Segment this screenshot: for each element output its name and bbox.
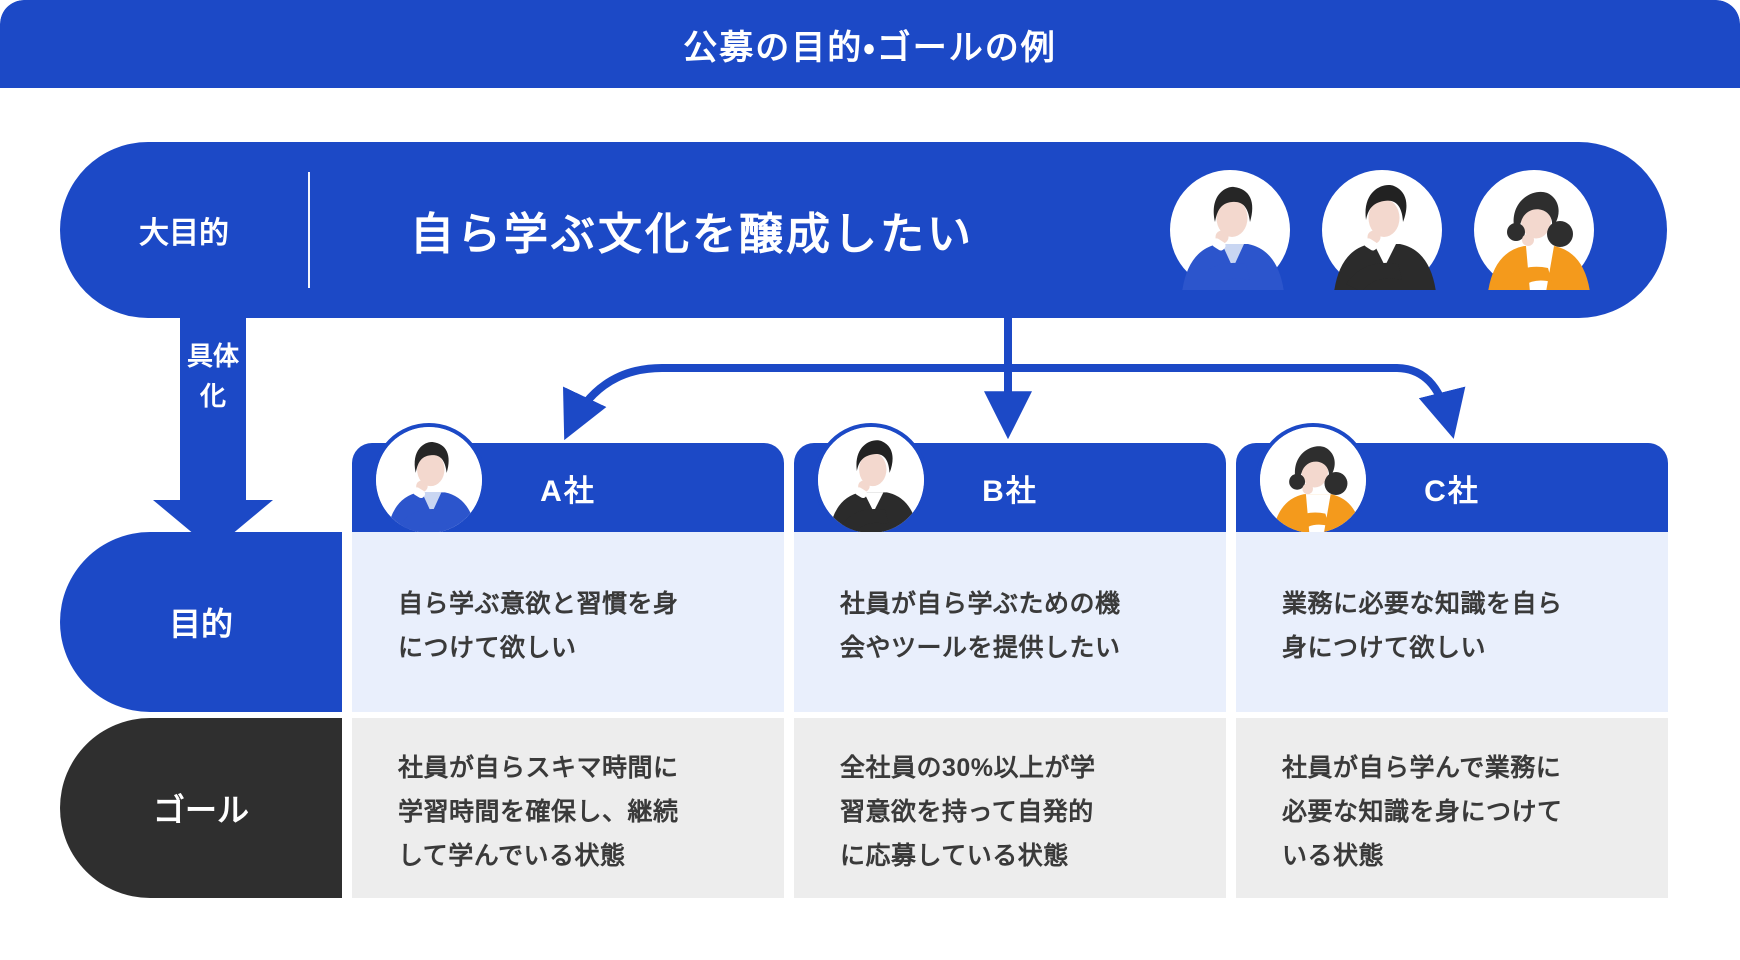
page-title: 公募の目的・ゴールの例 <box>683 28 1057 67</box>
arrow-to-company-a <box>563 364 1008 441</box>
main-purpose-text: 自ら学ぶ文化を醸成したい <box>410 210 974 259</box>
man-black-sweater-avatar-icon <box>814 423 928 537</box>
company-b-purpose-text: 社員が自ら学ぶための機 会やツールを提供したい <box>840 590 1121 662</box>
company-b-purpose-cell: 社員が自ら学ぶための機 会やツールを提供したい <box>794 532 1226 712</box>
company-a-goal-text: 社員が自らスキマ時間に 学習時間を確保し、継続 して学んでいる状態 <box>398 754 679 870</box>
man-blue-suit-avatar-icon <box>372 423 486 537</box>
main-purpose-label: 大目的 <box>139 217 229 250</box>
company-b-goal-text: 全社員の30%以上が学 習意欲を持って自発的 に応募している状態 <box>840 754 1096 870</box>
avatar-group <box>1170 170 1594 290</box>
woman-orange-avatar-icon <box>1256 423 1370 537</box>
goal-row-label: ゴール <box>60 718 342 898</box>
company-column-c: C社 業務に必要な知識を自ら 身につけて欲しい 社員が自ら学んで業務に 必要な知… <box>1236 423 1668 898</box>
company-c-goal-text: 社員が自ら学んで業務に 必要な知識を身につけて いる状態 <box>1282 754 1563 870</box>
company-b-header: B社 <box>794 423 1226 537</box>
man-blue-suit-avatar-icon <box>1170 170 1290 290</box>
company-a-goal-cell: 社員が自らスキマ時間に 学習時間を確保し、継続 して学んでいる状態 <box>352 718 784 898</box>
woman-orange-avatar-icon <box>1474 170 1594 290</box>
company-b-name: B社 <box>982 474 1038 508</box>
company-column-a: A社 自ら学ぶ意欲と習慣を身 につけて欲しい 社員が自らスキマ時間に 学習時間を… <box>352 423 784 898</box>
title-banner: 公募の目的・ゴールの例 <box>0 0 1740 88</box>
arrow-to-company-c <box>1008 364 1466 439</box>
company-c-goal-cell: 社員が自ら学んで業務に 必要な知識を身につけて いる状態 <box>1236 718 1668 898</box>
company-a-header: A社 <box>352 423 784 537</box>
concretize-arrow-label: 具体化 <box>186 341 239 412</box>
company-b-goal-cell: 全社員の30%以上が学 習意欲を持って自発的 に応募している状態 <box>794 718 1226 898</box>
company-column-b: B社 社員が自ら学ぶための機 会やツールを提供したい 全社員の30%以上が学 習… <box>794 423 1226 898</box>
main-purpose-box: 大目的 自ら学ぶ文化を醸成したい <box>60 142 1667 318</box>
company-a-purpose-text: 自ら学ぶ意欲と習慣を身 につけて欲しい <box>398 590 679 662</box>
concretize-arrow-shaft <box>180 316 246 502</box>
company-c-purpose-cell: 業務に必要な知識を自ら 身につけて欲しい <box>1236 532 1668 712</box>
divider-line <box>308 172 310 288</box>
company-c-name: C社 <box>1424 474 1480 508</box>
company-a-purpose-cell: 自ら学ぶ意欲と習慣を身 につけて欲しい <box>352 532 784 712</box>
company-a-name: A社 <box>540 474 596 508</box>
man-black-sweater-avatar-icon <box>1322 170 1442 290</box>
company-c-header: C社 <box>1236 423 1668 537</box>
purpose-row-label: 目的 <box>60 532 342 712</box>
company-c-purpose-text: 業務に必要な知識を自ら 身につけて欲しい <box>1282 590 1563 662</box>
